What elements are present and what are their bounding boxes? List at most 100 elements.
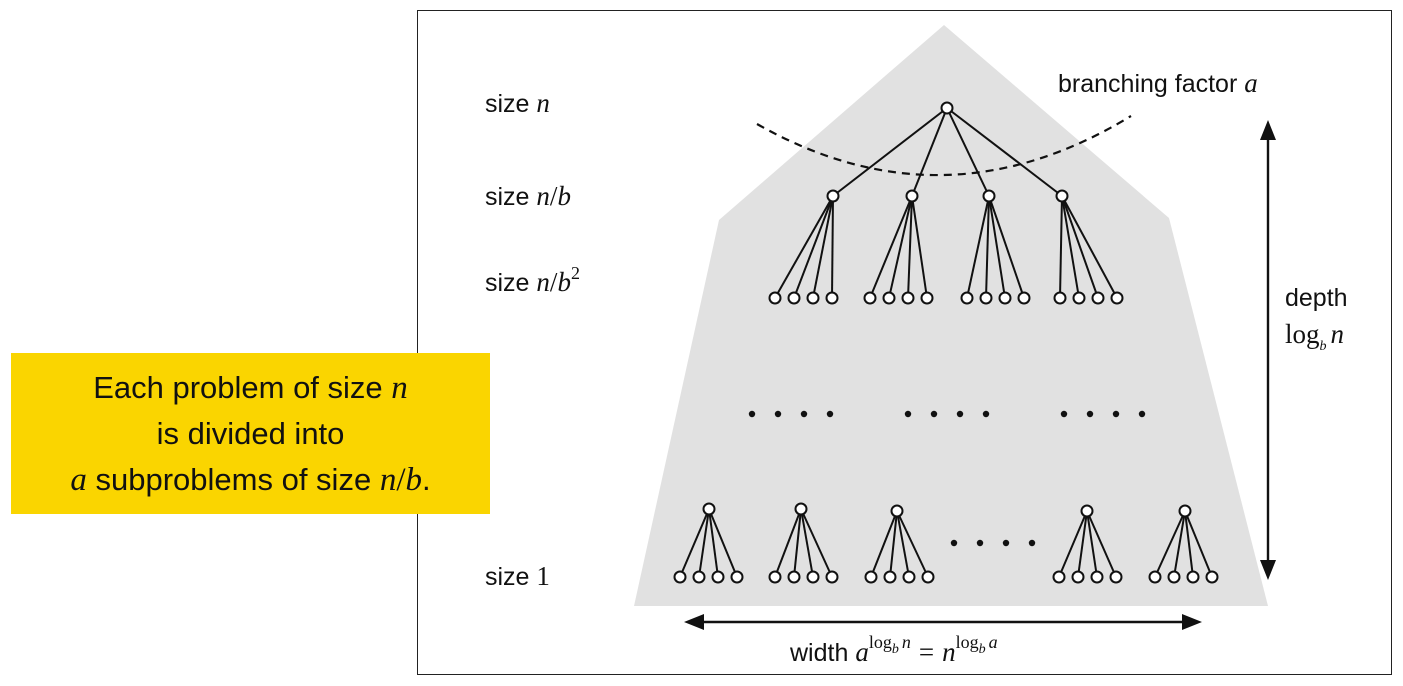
tree-edge	[888, 195, 913, 299]
label-depth: depth	[1285, 284, 1348, 312]
tree-leaf-node	[787, 570, 801, 584]
tree-level2-node	[1072, 291, 1086, 305]
tree-leaf-node	[768, 570, 782, 584]
label-branching-factor: branching factor a	[1058, 68, 1258, 98]
tree-level2-node	[920, 291, 934, 305]
recursion-cone	[634, 25, 1268, 606]
tree-edge	[1059, 195, 1063, 299]
tree-bottom-parent-node	[1178, 504, 1192, 518]
tree-level2-node	[901, 291, 915, 305]
tree-edge	[889, 510, 898, 578]
depth-arrow	[1260, 120, 1276, 580]
tree-edge	[774, 195, 834, 299]
tree-level2-node	[998, 291, 1012, 305]
tree-edge	[1173, 510, 1186, 578]
tree-nodes	[673, 101, 1219, 584]
tree-edge	[1058, 510, 1088, 578]
tree-leaf-node	[711, 570, 725, 584]
label-size-n-over-b: size n/b	[485, 181, 571, 211]
tree-edge	[679, 508, 710, 578]
tree-leaf-node	[1148, 570, 1162, 584]
tree-level2-node	[825, 291, 839, 305]
tree-edge	[985, 195, 990, 299]
tree-leaf-node	[673, 570, 687, 584]
branching-arc	[756, 115, 1132, 177]
tree-leaf-node	[1205, 570, 1219, 584]
tree-edge	[966, 195, 990, 299]
ellipsis-bottom	[950, 539, 1036, 547]
tree-leaf-node	[1071, 570, 1085, 584]
tree-leaf-node	[1090, 570, 1104, 584]
tree-leaf-node	[1167, 570, 1181, 584]
tree-level2-node	[806, 291, 820, 305]
tree-edge	[708, 508, 719, 578]
tree-leaf-node	[1052, 570, 1066, 584]
tree-level2-node	[882, 291, 896, 305]
tree-bottom-parent-node	[794, 502, 808, 516]
tree-edge	[708, 508, 738, 578]
tree-level2-node	[1110, 291, 1124, 305]
tree-leaf-node	[921, 570, 935, 584]
tree-edge	[793, 508, 802, 578]
tree-level2-node	[787, 291, 801, 305]
tree-edge	[1077, 510, 1088, 578]
tree-edge	[869, 195, 913, 299]
tree-edge	[1154, 510, 1186, 578]
tree-edge	[800, 508, 833, 578]
tree-leaf-node	[902, 570, 916, 584]
tree-level2-node	[960, 291, 974, 305]
ellipsis-middle	[748, 410, 1146, 418]
tree-level1-node	[1055, 189, 1069, 203]
tree-edge	[793, 195, 834, 299]
tree-leaf-node	[825, 570, 839, 584]
tree-leaf-node	[1109, 570, 1123, 584]
tree-leaf-node	[806, 570, 820, 584]
tree-leaf-node	[730, 570, 744, 584]
tree-edge	[774, 508, 802, 578]
tree-edge	[911, 107, 948, 197]
width-arrow	[684, 614, 1202, 630]
tree-edge	[832, 107, 948, 197]
tree-edge	[1061, 195, 1099, 299]
tree-edge	[1184, 510, 1213, 578]
tree-edges	[679, 107, 1213, 578]
tree-edge	[800, 508, 814, 578]
tree-leaf-node	[883, 570, 897, 584]
label-size-n-over-b-squared: size n/b2	[485, 263, 580, 297]
tree-level2-node	[1017, 291, 1031, 305]
tree-edge	[1086, 510, 1098, 578]
tree-edge	[812, 195, 834, 299]
tree-level2-node	[1053, 291, 1067, 305]
tree-edge	[698, 508, 710, 578]
tree-leaf-node	[692, 570, 706, 584]
tree-level1-node	[905, 189, 919, 203]
tree-edge	[1061, 195, 1118, 299]
tree-edge	[831, 195, 834, 299]
tree-bottom-parent-node	[702, 502, 716, 516]
callout-line-1: Each problem of size n	[93, 370, 408, 406]
callout-box: Each problem of size n is divided into a…	[11, 353, 490, 514]
label-size-n: size n	[485, 88, 550, 118]
tree-edge	[896, 510, 929, 578]
tree-edge	[988, 195, 1025, 299]
tree-edge	[907, 195, 913, 299]
tree-root-node	[940, 101, 954, 115]
tree-edge	[946, 107, 1063, 197]
tree-level1-node	[982, 189, 996, 203]
tree-level2-node	[979, 291, 993, 305]
tree-edge	[1086, 510, 1117, 578]
tree-level1-node	[826, 189, 840, 203]
tree-edge	[870, 510, 898, 578]
tree-edge	[946, 107, 990, 197]
callout-line-3: a subproblems of size n/b.	[70, 462, 431, 498]
tree-leaf-node	[864, 570, 878, 584]
label-size-one: size 1	[485, 561, 550, 591]
tree-edge	[911, 195, 928, 299]
tree-level2-node	[768, 291, 782, 305]
tree-edge	[1184, 510, 1194, 578]
tree-edge	[988, 195, 1006, 299]
tree-bottom-parent-node	[1080, 504, 1094, 518]
